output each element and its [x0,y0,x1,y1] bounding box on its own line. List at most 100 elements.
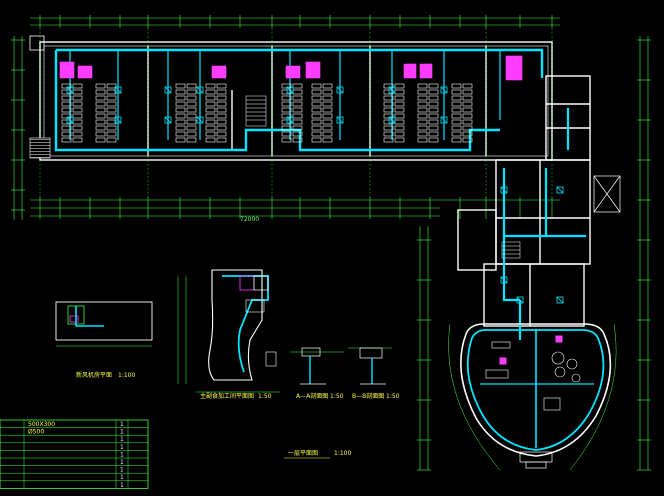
fixture [417,131,428,137]
section-b-detail [348,347,392,385]
fixture [451,83,462,89]
diffuser-diagonal [114,86,122,94]
fixture [106,125,117,131]
fresh-air-room-detail [55,301,153,347]
fixture [281,131,292,137]
fixture [175,131,186,137]
fixture [417,137,428,143]
diffuser-diagonal [336,116,344,124]
kitchen-detail-label: 主副食加工间平面图 [200,392,254,400]
fixture [428,83,439,89]
section-a-detail [290,347,344,385]
diffuser [388,86,396,94]
fixture [61,95,72,101]
fixture [383,95,394,101]
fixture [383,89,394,95]
fixture [462,107,473,113]
fixture [383,107,394,113]
fixture [428,95,439,101]
fixture [61,113,72,119]
small-stair [501,241,521,259]
fixture [462,83,473,89]
fixture [95,125,106,131]
fixture [186,137,197,143]
fixture [322,107,333,113]
fixture [428,101,439,107]
fixture [175,83,186,89]
fixture [95,137,106,143]
diffuser [164,116,172,124]
section-a-label: A—A剖面图 [296,392,328,400]
fixture [322,119,333,125]
fixture [95,83,106,89]
fixture [61,119,72,125]
fixture [61,83,72,89]
fixture [106,113,117,119]
fixture [462,101,473,107]
diffuser [66,86,74,94]
diffuser-diagonal [66,116,74,124]
left-end-room [29,137,51,159]
fixture [322,137,333,143]
diffuser-diagonal [388,86,396,94]
fixture [95,89,106,95]
diffuser-diagonal [556,296,564,304]
fixture [95,131,106,137]
fixture [216,113,227,119]
diffuser-diagonal [336,86,344,94]
fixture [106,119,117,125]
diffuser-diagonal [114,116,122,124]
diffuser [336,86,344,94]
fixture [106,137,117,143]
fixture [205,89,216,95]
detail-plan-label: 新风机房平面 [76,371,112,379]
fixture [417,95,428,101]
fixture [394,119,405,125]
fixture [175,113,186,119]
fixture [383,137,394,143]
fixture [281,125,292,131]
fixture [205,107,216,113]
fixture-rows [61,83,473,143]
main-branch-ducts [69,50,501,140]
fixture [95,113,106,119]
fixture [281,113,292,119]
fixture [72,137,83,143]
fixture [451,113,462,119]
fixture [205,125,216,131]
round-hall-tables [485,341,581,411]
fixture [281,101,292,107]
fixture [311,107,322,113]
fixture [394,137,405,143]
fixture [205,131,216,137]
fixture [95,95,106,101]
legend-desc: 500X300 [28,421,55,428]
fixture [72,113,83,119]
fixture [383,119,394,125]
diffuser-diagonal [196,86,204,94]
fixture [186,83,197,89]
fixture [281,95,292,101]
fixture [311,137,322,143]
fixture [394,113,405,119]
fixture [186,131,197,137]
fixture [61,131,72,137]
fixture [462,95,473,101]
fixture [61,125,72,131]
legend-qty: 1 [120,482,124,489]
round-hall [460,323,612,469]
fixture [61,101,72,107]
fixture [451,131,462,137]
diffuser [556,296,564,304]
fixture [205,101,216,107]
fixture [175,107,186,113]
right-wing-duct [502,108,586,340]
fixture [383,113,394,119]
section-b-scale: 1:50 [386,393,400,400]
fixture [311,113,322,119]
diffuser-diagonal [440,116,448,124]
fixture [61,89,72,95]
fixture [462,119,473,125]
fixture [72,107,83,113]
